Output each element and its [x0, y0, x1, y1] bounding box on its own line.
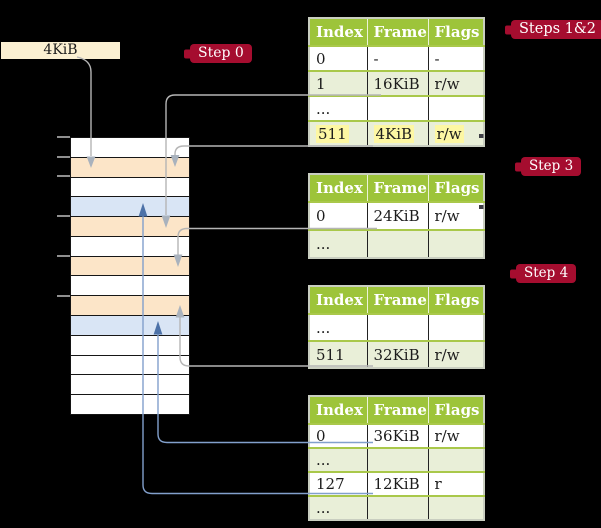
ruler-tick	[57, 175, 70, 177]
table-cell: r	[427, 471, 484, 496]
ruler-tick	[57, 136, 70, 138]
badge-steps-1-2: Steps 1&2	[511, 20, 601, 39]
highlighted-value: r/w	[434, 124, 464, 143]
memory-row-1	[71, 138, 189, 157]
free-frame-label: 4KiB	[1, 42, 120, 59]
table-header-row: Index Frame Flags	[309, 286, 484, 314]
memory-row-6	[71, 235, 189, 256]
memory-row-2	[71, 156, 189, 177]
table-cell: 127	[309, 471, 367, 496]
table-cell	[427, 229, 484, 258]
column-header-flags: Flags	[427, 286, 484, 314]
page-table-steps-1-2: Index Frame Flags 0 - - 1 16KiB r/w ... …	[308, 17, 485, 147]
badge-step-0: Step 0	[190, 44, 252, 63]
table-cell: r/w	[427, 70, 484, 96]
highlighted-value: 4KiB	[373, 124, 415, 143]
highlighted-value: 511	[316, 124, 349, 143]
table-cell: 24KiB	[366, 201, 428, 230]
table-cell: 0	[309, 201, 367, 230]
column-header-index: Index	[309, 18, 367, 46]
table-cell	[366, 447, 428, 472]
table-cell	[427, 447, 484, 472]
page-table-final: Index Frame Flags 0 36KiB r/w ... 127 12…	[308, 395, 485, 521]
physical-memory-strip	[70, 137, 190, 415]
table-cell: 4KiB	[366, 120, 428, 146]
column-header-index: Index	[309, 286, 367, 314]
column-header-flags: Flags	[427, 396, 484, 424]
badge-step-3: Step 3	[521, 157, 582, 176]
memory-row-5	[71, 216, 189, 236]
page-table-step-4: Index Frame Flags ... 511 32KiB r/w	[308, 285, 485, 369]
table-row: 0 36KiB r/w	[309, 423, 484, 448]
table-header-row: Index Frame Flags	[309, 18, 484, 46]
table-row: 0 - -	[309, 45, 484, 71]
table-cell: 32KiB	[366, 340, 428, 368]
ruler-tick	[57, 215, 70, 217]
table-cell: -	[366, 45, 428, 71]
table-cell	[366, 495, 428, 520]
ruler-tick	[57, 295, 70, 297]
memory-row-9	[71, 295, 189, 316]
memory-row-13	[71, 374, 189, 395]
column-header-frame: Frame	[366, 396, 428, 424]
table-cell	[427, 495, 484, 520]
memory-row-12	[71, 354, 189, 375]
table-cell	[366, 313, 428, 341]
memory-row-4	[71, 196, 189, 217]
table-row: ...	[309, 95, 484, 121]
table-cell: 0	[309, 423, 367, 448]
table-row: ...	[309, 229, 484, 258]
table-cell: ...	[309, 495, 367, 520]
table-cell: 0	[309, 45, 367, 71]
table-cell	[366, 229, 428, 258]
table-cell: 36KiB	[366, 423, 428, 448]
page-table-step-3: Index Frame Flags 0 24KiB r/w ...	[308, 173, 485, 259]
column-header-index: Index	[309, 174, 367, 202]
column-header-frame: Frame	[366, 286, 428, 314]
ruler-tick	[57, 255, 70, 257]
column-header-flags: Flags	[427, 18, 484, 46]
table-header-row: Index Frame Flags	[309, 174, 484, 202]
table-cell: 16KiB	[366, 70, 428, 96]
memory-row-14	[71, 394, 189, 414]
table-cell: 511	[309, 120, 367, 146]
table-cell: ...	[309, 313, 367, 341]
column-header-index: Index	[309, 396, 367, 424]
memory-row-10	[71, 315, 189, 335]
table-cell: r/w	[427, 340, 484, 368]
table-row: ...	[309, 447, 484, 472]
memory-row-7	[71, 255, 189, 276]
table-cell	[427, 95, 484, 121]
table-cell: 511	[309, 340, 367, 368]
table-cell: ...	[309, 447, 367, 472]
badge-step-4: Step 4	[516, 264, 577, 283]
table-cell: 12KiB	[366, 471, 428, 496]
table-cell: r/w	[427, 201, 484, 230]
ruler-tick	[57, 156, 70, 158]
table-row: 127 12KiB r	[309, 471, 484, 496]
memory-row-8	[71, 275, 189, 296]
table-cell	[366, 95, 428, 121]
table-cell: r/w	[427, 120, 484, 146]
table-cell: -	[427, 45, 484, 71]
column-header-flags: Flags	[427, 174, 484, 202]
table-row: 511 4KiB r/w	[309, 120, 484, 146]
connector-entry511-to-4kib	[174, 145, 373, 156]
table-cell: ...	[309, 95, 367, 121]
table-cell	[427, 313, 484, 341]
table-row: 511 32KiB r/w	[309, 340, 484, 368]
column-header-frame: Frame	[366, 174, 428, 202]
column-header-frame: Frame	[366, 18, 428, 46]
table-row: ...	[309, 495, 484, 520]
table-cell: r/w	[427, 423, 484, 448]
table-row: 1 16KiB r/w	[309, 70, 484, 96]
table-cell: ...	[309, 229, 367, 258]
table-row: 0 24KiB r/w	[309, 201, 484, 230]
table-cell: 1	[309, 70, 367, 96]
table-row: ...	[309, 313, 484, 341]
memory-row-11	[71, 334, 189, 355]
memory-row-3	[71, 176, 189, 197]
table-header-row: Index Frame Flags	[309, 396, 484, 424]
